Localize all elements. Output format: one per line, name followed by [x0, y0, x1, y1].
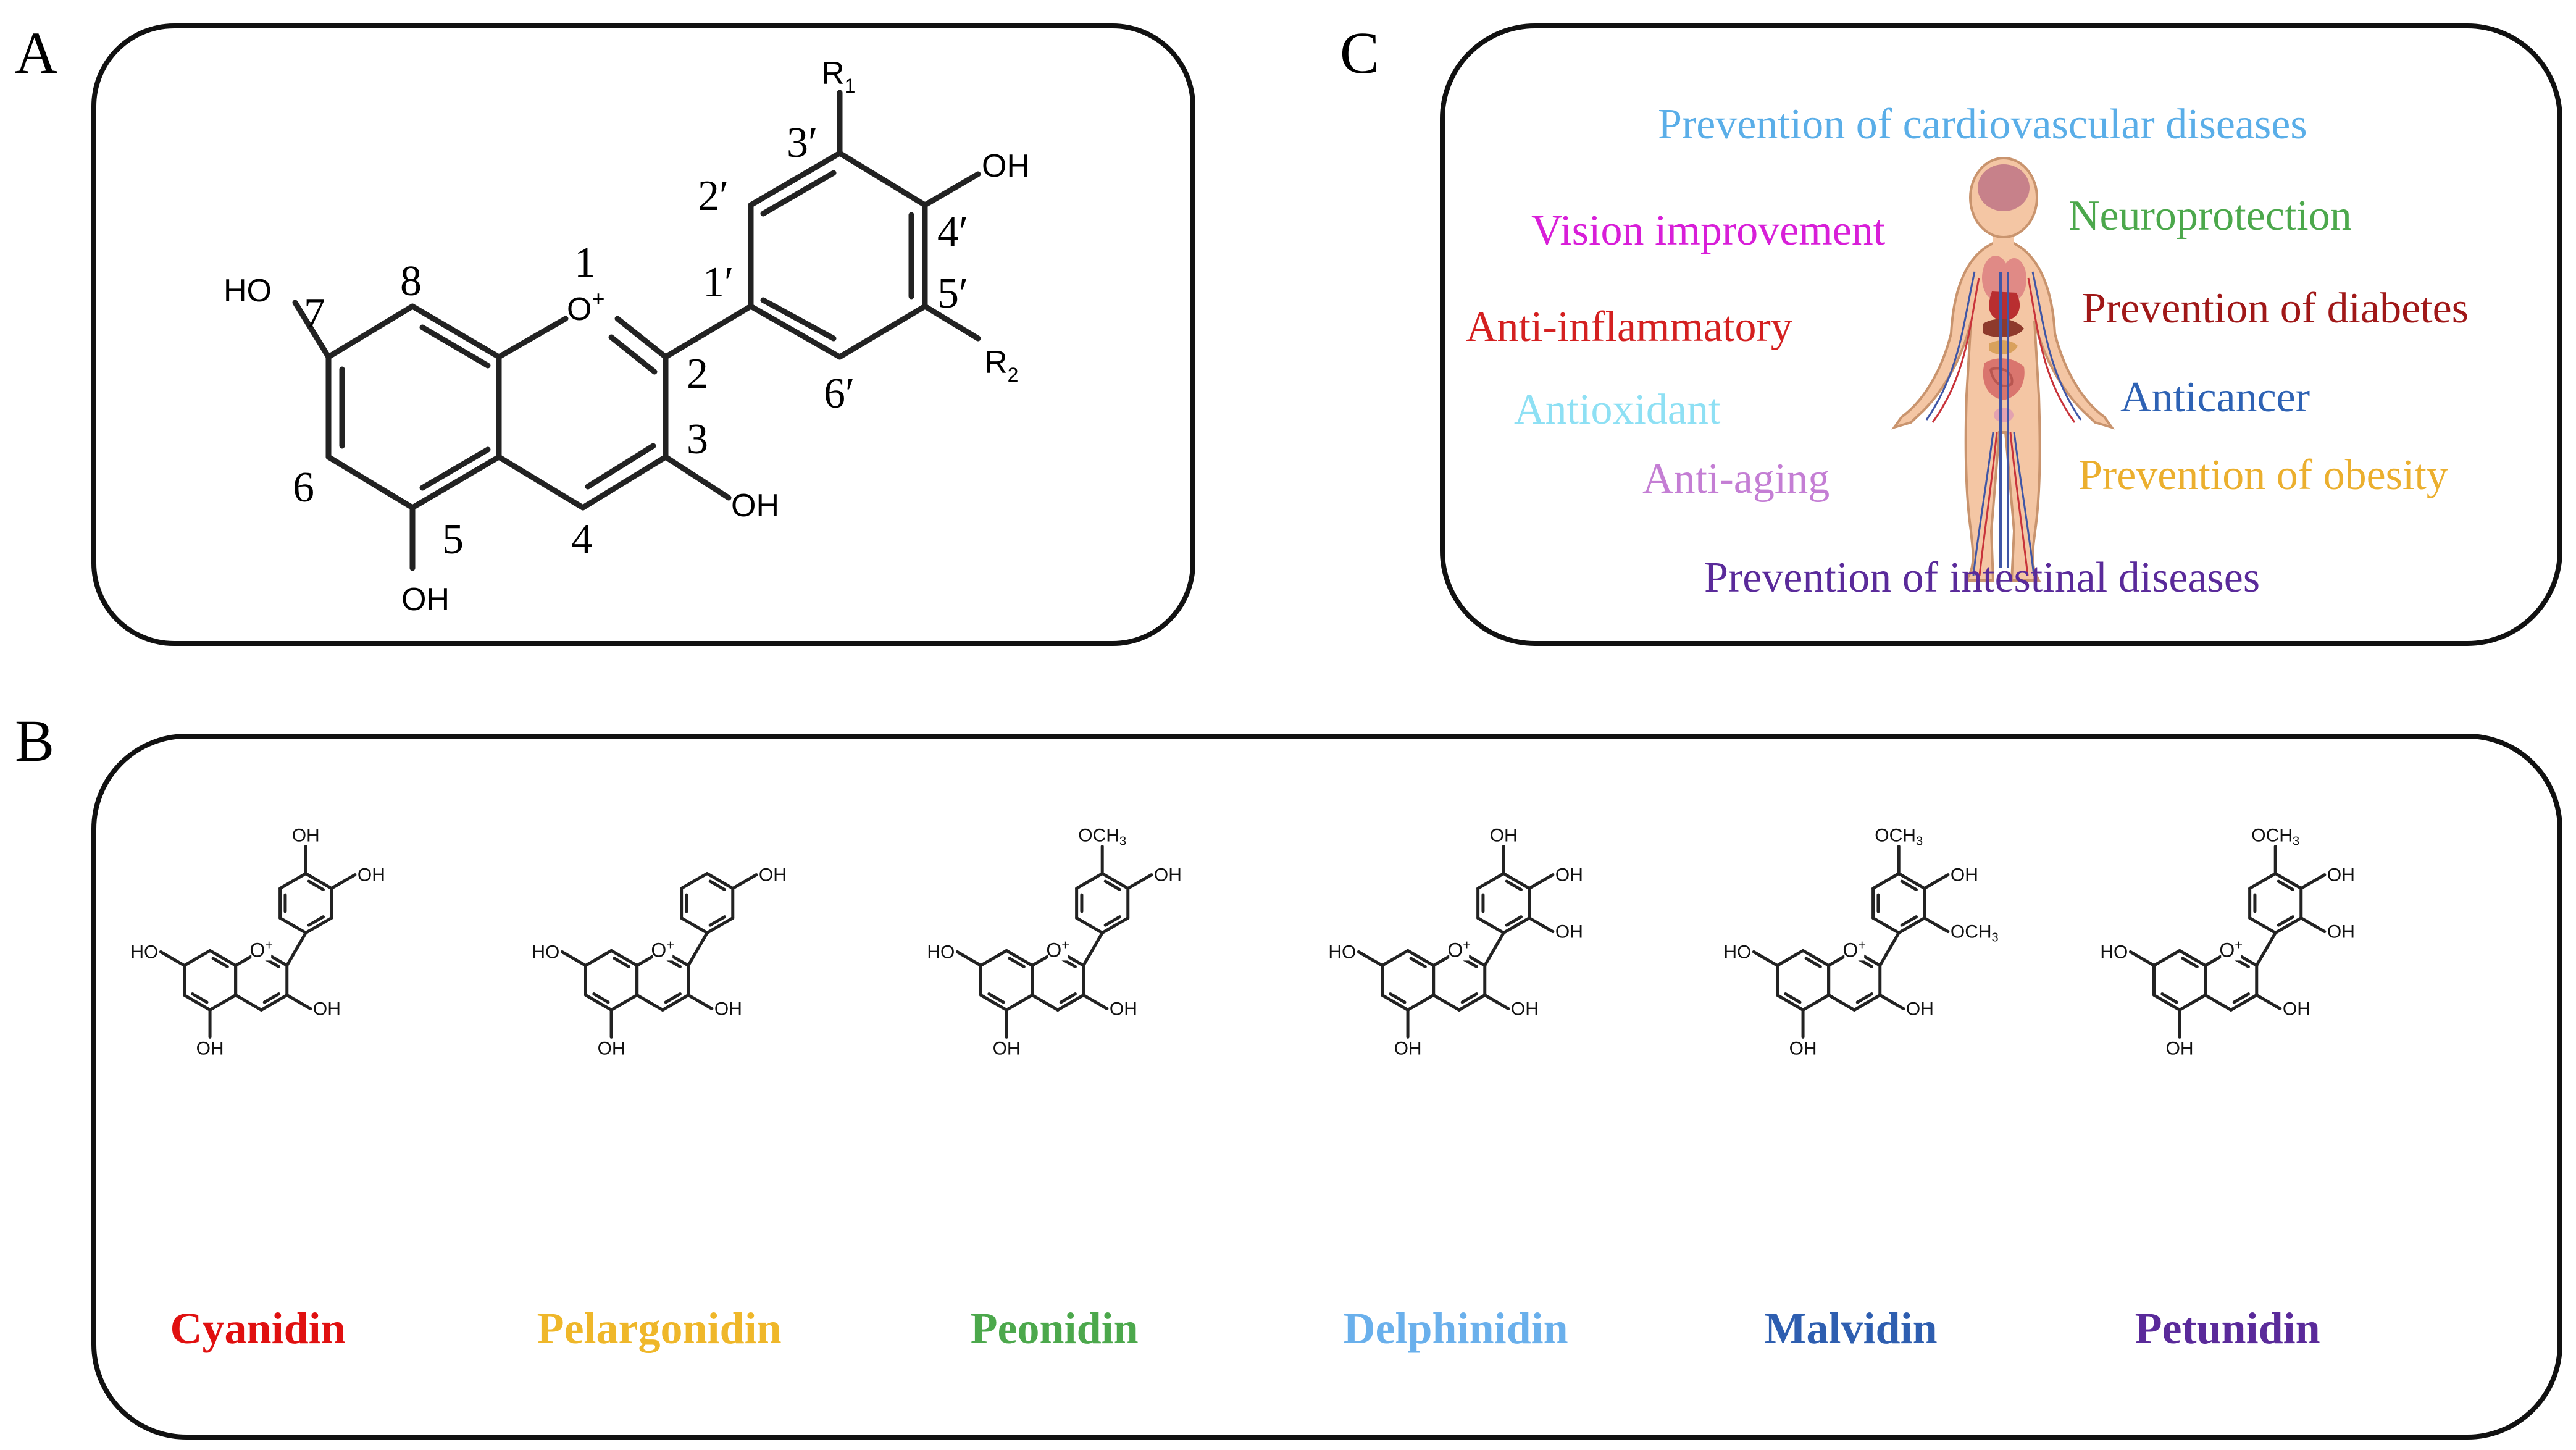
benefit-anti-inflammatory: Anti-inflammatory [1466, 303, 1792, 351]
position-2: 2 [687, 350, 708, 398]
position-6prime: 6′ [824, 370, 855, 417]
benefit-obesity: Prevention of obesity [2078, 451, 2448, 499]
position-6: 6 [293, 464, 314, 511]
svg-text:OH: OH [1490, 826, 1518, 846]
core-structure [292, 90, 981, 571]
svg-text:HO: HO [130, 942, 158, 962]
core-position-numbers: 1 2 3 4 5 6 7 8 1′ 2′ 3′ 4′ 5′ 6′ [293, 119, 968, 563]
compound-name-peonidin: Peonidin [971, 1304, 1139, 1353]
benefit-cardiovascular: Prevention of cardiovascular diseases [1658, 101, 2307, 148]
svg-text:OH: OH [1951, 865, 1978, 886]
svg-text:OH: OH [993, 1038, 1021, 1058]
anthocyanidin-structures: O+OHOHHOOHOHCyanidinO+OHOHHOOHPelargonid… [130, 826, 2354, 1353]
position-4: 4 [571, 516, 593, 563]
panel-a-frame [91, 23, 1195, 646]
benefit-neuroprotection: Neuroprotection [2068, 192, 2352, 240]
benefits-list: Prevention of cardiovascular diseases Vi… [1466, 101, 2469, 601]
svg-text:OCH3: OCH3 [1951, 922, 1999, 945]
svg-text:OH: OH [1110, 999, 1137, 1019]
svg-text:HO: HO [532, 942, 559, 962]
svg-text:OH: OH [292, 826, 320, 846]
ring-oxygen-label: O+ [567, 286, 604, 327]
svg-text:OH: OH [313, 999, 341, 1019]
compound-name-petunidin: Petunidin [2135, 1304, 2320, 1353]
position-2prime: 2′ [698, 172, 729, 220]
position-4prime: 4′ [937, 208, 968, 256]
svg-text:OH: OH [1555, 922, 1583, 942]
svg-text:OH: OH [598, 1038, 625, 1058]
position-7: 7 [304, 290, 325, 337]
svg-text:OH: OH [1511, 999, 1539, 1019]
panel-c-frame [1440, 23, 2562, 646]
position-5prime: 5′ [937, 270, 968, 317]
svg-text:OH: OH [1394, 1038, 1422, 1058]
svg-text:HO: HO [1723, 942, 1751, 962]
oh-3-label: OH [731, 488, 779, 524]
core-atoms: O+ HO OH OH OH R1 R2 [224, 56, 1030, 618]
position-3prime: 3′ [787, 119, 818, 167]
r1-label: R1 [821, 56, 855, 97]
svg-text:OH: OH [1154, 865, 1182, 886]
svg-text:OH: OH [358, 865, 385, 886]
benefit-antioxidant: Antioxidant [1514, 386, 1721, 434]
position-5: 5 [442, 516, 464, 563]
panel-b-letter: B [15, 708, 54, 774]
position-1: 1 [574, 239, 596, 287]
svg-text:HO: HO [1328, 942, 1356, 962]
oh-7-label: HO [224, 273, 272, 309]
panel-c-letter: C [1340, 20, 1379, 86]
svg-text:OH: OH [714, 999, 742, 1019]
position-3: 3 [687, 416, 708, 463]
svg-text:HO: HO [927, 942, 955, 962]
compound-name-malvidin: Malvidin [1765, 1304, 1938, 1353]
svg-text:OH: OH [2166, 1038, 2194, 1058]
benefit-anticancer: Anticancer [2120, 374, 2310, 421]
benefit-diabetes: Prevention of diabetes [2082, 285, 2469, 332]
position-1prime: 1′ [703, 259, 734, 306]
human-body-icon [1891, 157, 2115, 582]
position-8: 8 [400, 258, 422, 305]
svg-text:OH: OH [759, 865, 787, 886]
svg-text:OH: OH [2327, 865, 2355, 886]
r2-label: R2 [984, 345, 1018, 386]
svg-text:OH: OH [196, 1038, 224, 1058]
oh-5-label: OH [401, 582, 450, 618]
oh-4prime-label: OH [982, 148, 1030, 184]
panel-b-frame [91, 734, 2562, 1440]
benefit-anti-aging: Anti-aging [1642, 455, 1830, 503]
svg-text:OH: OH [2327, 922, 2355, 942]
svg-text:OH: OH [2283, 999, 2310, 1019]
panel-a-letter: A [15, 20, 57, 86]
svg-text:OH: OH [1555, 865, 1583, 886]
compound-name-delphinidin: Delphinidin [1344, 1304, 1568, 1353]
benefit-vision: Vision improvement [1531, 207, 1886, 254]
svg-text:OH: OH [1906, 999, 1934, 1019]
svg-text:HO: HO [2100, 942, 2128, 962]
cation-charge-label: + [592, 286, 604, 311]
svg-text:OCH3: OCH3 [2251, 826, 2299, 849]
svg-text:OCH3: OCH3 [1078, 826, 1126, 849]
compound-name-pelargonidin: Pelargonidin [537, 1304, 782, 1353]
svg-text:OH: OH [1789, 1038, 1817, 1058]
benefit-intestinal: Prevention of intestinal diseases [1704, 554, 2260, 601]
svg-text:OCH3: OCH3 [1875, 826, 1923, 849]
compound-name-cyanidin: Cyanidin [170, 1304, 346, 1353]
